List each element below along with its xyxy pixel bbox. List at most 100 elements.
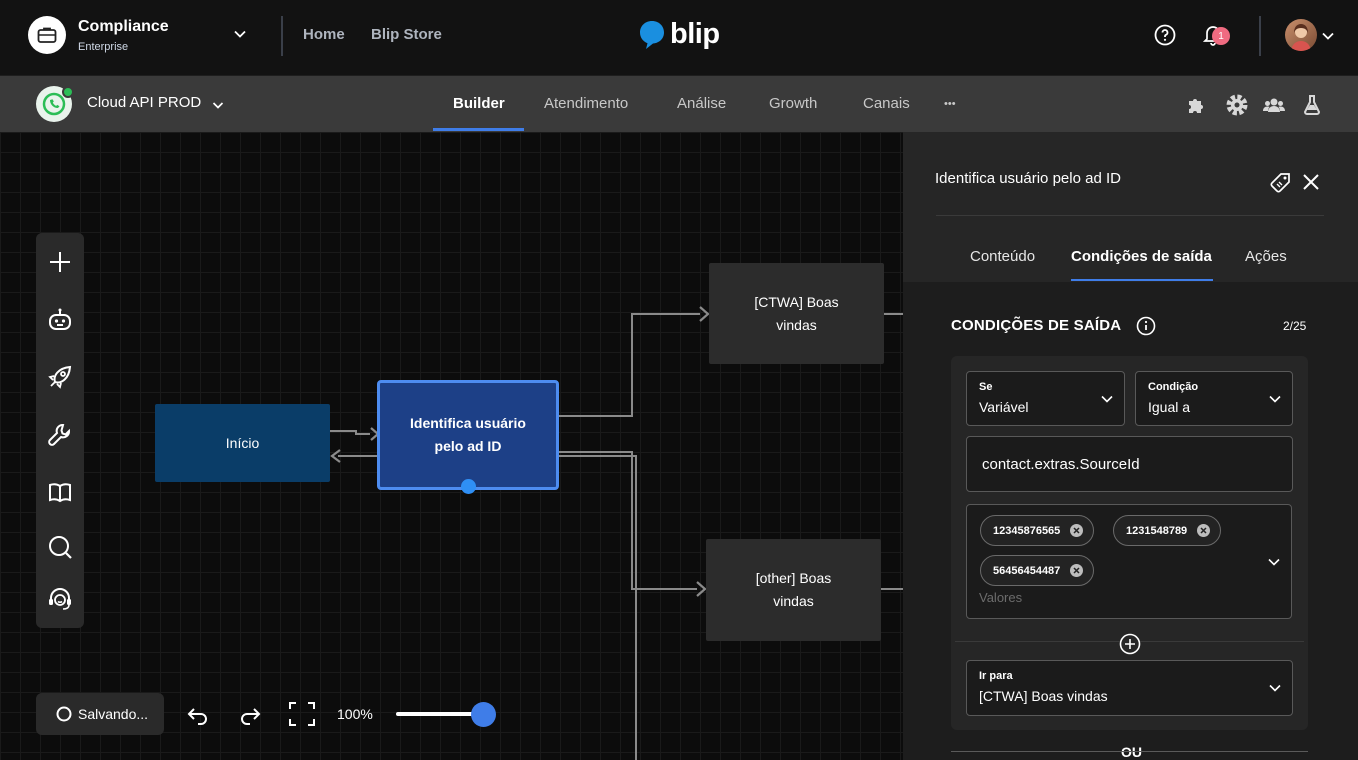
top-bar: Compliance Enterprise Home Blip Store bl… xyxy=(0,0,1358,76)
home-link[interactable]: Home xyxy=(303,26,345,43)
zoom-slider-track[interactable] xyxy=(396,712,484,716)
value-chip: 1231548789 xyxy=(1113,515,1222,546)
tab-canais[interactable]: Canais xyxy=(863,95,910,112)
tab-condicoes-saida[interactable]: Condições de saída xyxy=(1071,248,1212,265)
active-tab-indicator xyxy=(433,128,524,131)
gear-icon[interactable] xyxy=(1225,93,1249,122)
tab-conteudo[interactable]: Conteúdo xyxy=(970,248,1036,265)
blip-store-link[interactable]: Blip Store xyxy=(371,26,442,43)
help-icon[interactable] xyxy=(1154,24,1176,51)
divider xyxy=(936,215,1324,216)
tab-growth[interactable]: Growth xyxy=(769,95,818,112)
variable-input[interactable]: contact.extras.SourceId xyxy=(966,436,1293,492)
se-select[interactable]: Se Variável xyxy=(966,371,1125,426)
value-chip: 12345876565 xyxy=(980,515,1095,546)
chip-label: 12345876565 xyxy=(993,524,1061,537)
divider xyxy=(1259,16,1261,56)
blip-logo-icon xyxy=(640,20,664,49)
connection-main-to-ctwa xyxy=(559,313,700,417)
flow-canvas[interactable] xyxy=(0,132,903,760)
flow-connections xyxy=(330,306,903,760)
condicao-select[interactable]: Condição Igual a xyxy=(1135,371,1293,426)
tab-atendimento[interactable]: Atendimento xyxy=(544,95,629,112)
extensions-icon[interactable] xyxy=(1185,93,1209,122)
connection-start-to-main xyxy=(330,430,370,435)
node-label: Início xyxy=(225,434,260,451)
divider xyxy=(951,751,1308,752)
field-value: Igual a xyxy=(1148,399,1191,415)
fullscreen-icon[interactable] xyxy=(288,700,316,733)
workspace-plan: Enterprise xyxy=(78,41,129,53)
panel-header: Identifica usuário pelo ad ID Conteúdo C… xyxy=(903,132,1358,282)
briefcase-icon[interactable] xyxy=(28,16,66,54)
avatar[interactable] xyxy=(1285,19,1317,51)
chevron-down-icon xyxy=(1267,555,1281,574)
arrow-head xyxy=(696,581,707,597)
bot-icon[interactable] xyxy=(46,306,74,334)
book-icon[interactable] xyxy=(46,478,74,506)
variable-value: contact.extras.SourceId xyxy=(982,456,1140,473)
tag-icon[interactable] xyxy=(1269,171,1293,200)
chevron-down-icon xyxy=(1100,392,1114,411)
chevron-down-icon xyxy=(1268,681,1282,700)
support-agent-icon[interactable] xyxy=(46,585,74,613)
saving-label: Salvando... xyxy=(78,706,149,722)
flow-node-start[interactable]: Início xyxy=(155,404,330,482)
condition-count: 2/25 xyxy=(1283,319,1307,333)
bot-nav-bar xyxy=(0,76,1358,132)
wrench-icon[interactable] xyxy=(46,421,74,449)
tab-acoes[interactable]: Ações xyxy=(1245,248,1287,265)
chevron-down-icon[interactable] xyxy=(232,26,248,47)
flask-icon[interactable] xyxy=(1300,93,1324,122)
values-multiselect[interactable]: 12345876565 1231548789 56456454487 Valor… xyxy=(966,504,1292,619)
zoom-level: 100% xyxy=(337,706,373,722)
add-condition-icon[interactable] xyxy=(1119,633,1141,660)
field-value: [CTWA] Boas vindas xyxy=(979,688,1108,704)
exit-condition-card: Se Variável Condição Igual a contact.ext… xyxy=(951,356,1308,730)
node-label-line: Identifica usuário xyxy=(410,415,526,431)
zoom-slider-thumb[interactable] xyxy=(471,702,496,727)
chevron-down-icon[interactable] xyxy=(212,98,224,116)
block-settings-panel: Identifica usuário pelo ad ID Conteúdo C… xyxy=(903,132,1358,760)
values-placeholder: Valores xyxy=(979,590,1023,605)
bot-name[interactable]: Cloud API PROD xyxy=(87,94,202,111)
remove-chip-icon[interactable] xyxy=(1197,524,1211,537)
or-separator: OU xyxy=(1117,744,1146,760)
tab-analise[interactable]: Análise xyxy=(677,95,727,112)
field-label: Se xyxy=(979,381,993,393)
divider xyxy=(281,16,283,56)
remove-chip-icon[interactable] xyxy=(1070,564,1084,577)
spinner-icon xyxy=(56,706,72,722)
node-label-line: vindas xyxy=(776,316,817,333)
chevron-down-icon xyxy=(1268,392,1282,411)
add-icon[interactable] xyxy=(46,248,74,276)
notification-badge: 1 xyxy=(1212,27,1230,45)
chip-label: 56456454487 xyxy=(993,564,1061,577)
search-icon[interactable] xyxy=(46,533,74,561)
node-label-line: vindas xyxy=(773,593,814,609)
ir-para-select[interactable]: Ir para [CTWA] Boas vindas xyxy=(966,660,1293,716)
arrow-head xyxy=(330,449,341,463)
more-tabs-button[interactable]: ••• xyxy=(944,98,956,110)
blip-logo: blip xyxy=(638,18,720,51)
redo-icon[interactable] xyxy=(238,700,262,733)
builder-toolbar xyxy=(36,233,84,628)
undo-icon[interactable] xyxy=(186,700,210,733)
saving-status: Salvando... xyxy=(36,693,164,735)
flow-node-other-welcome[interactable]: [other] Boas vindas xyxy=(706,539,881,641)
field-label: Ir para xyxy=(979,670,1013,682)
node-label-line: [CTWA] Boas xyxy=(754,293,839,310)
node-output-handle[interactable] xyxy=(461,479,476,494)
close-icon[interactable] xyxy=(1301,172,1321,197)
remove-chip-icon[interactable] xyxy=(1070,524,1084,537)
workspace-name[interactable]: Compliance xyxy=(78,18,169,35)
active-tab-indicator xyxy=(1071,279,1213,281)
field-label: Condição xyxy=(1148,381,1199,393)
rocket-icon[interactable] xyxy=(46,363,74,391)
flow-node-ctwa-welcome[interactable]: [CTWA] Boas vindas xyxy=(709,263,884,364)
flow-node-identify-user[interactable]: Identifica usuário pelo ad ID xyxy=(377,380,559,490)
chevron-down-icon[interactable] xyxy=(1321,29,1335,48)
team-icon[interactable] xyxy=(1262,93,1286,122)
info-icon[interactable] xyxy=(1136,316,1156,341)
tab-builder[interactable]: Builder xyxy=(453,95,505,112)
